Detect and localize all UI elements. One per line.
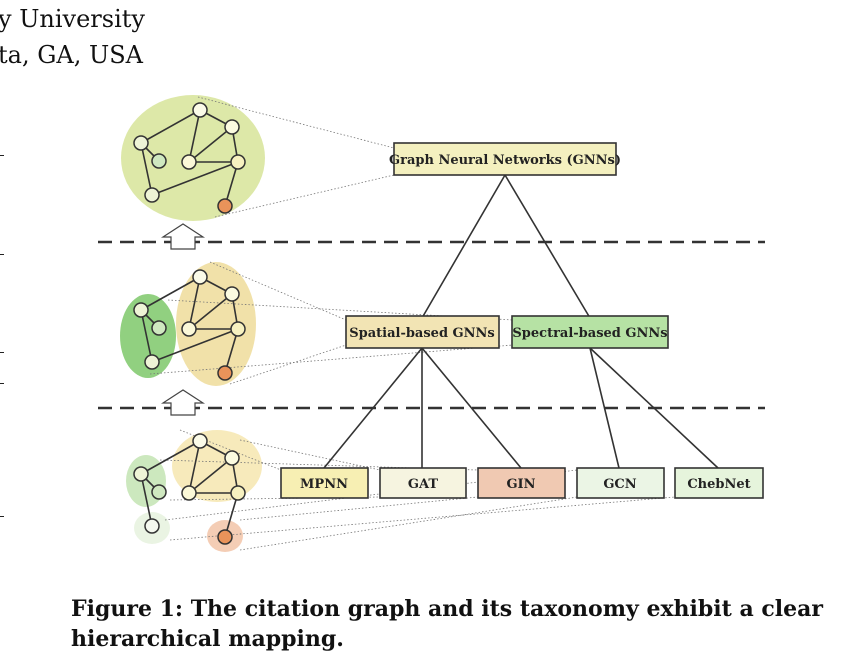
spatial-box — [345, 315, 500, 349]
margin-tick — [0, 254, 4, 255]
spectral-box — [511, 315, 669, 349]
taxonomy-figure: Graph Neural Networks (GNNs) Spatial-bas… — [98, 95, 765, 552]
gat-box — [379, 467, 467, 499]
caption-line-2: hierarchical mapping. — [71, 626, 344, 652]
root-label: Graph Neural Networks (GNNs) — [389, 153, 621, 168]
caption-line-1: Figure 1: The citation graph and its tax… — [71, 596, 823, 622]
margin-tick — [0, 516, 4, 517]
gcn-box — [576, 467, 665, 499]
spectral-label: Spectral-based GNNs — [512, 326, 667, 341]
gat-label: GAT — [408, 477, 438, 492]
chebnet-label: ChebNet — [687, 477, 750, 492]
gcn-label: GCN — [603, 477, 636, 492]
affiliation-line-1: y University — [0, 5, 145, 33]
mid-graph-nodes — [133, 269, 246, 381]
mpnn-label: MPNN — [300, 477, 348, 492]
gin-label: GIN — [506, 477, 535, 492]
figure-caption: Figure 1: The citation graph and its tax… — [71, 594, 861, 654]
tree-connectors — [323, 174, 719, 469]
bottom-graph-nodes — [133, 433, 246, 545]
top-graph-nodes — [133, 102, 246, 214]
margin-tick — [0, 352, 4, 353]
margin-tick — [0, 155, 4, 156]
bottom-yellow-blob — [172, 430, 262, 502]
mpnn-box — [280, 467, 369, 499]
affiliation-line-2: ta, GA, USA — [0, 41, 143, 69]
up-arrow-icon — [160, 389, 206, 416]
up-arrow-icon — [160, 223, 206, 250]
mid-green-blob — [120, 294, 176, 378]
gin-box — [477, 467, 566, 499]
root-box — [393, 142, 617, 176]
spatial-label: Spatial-based GNNs — [349, 326, 495, 341]
margin-tick — [0, 383, 4, 384]
chebnet-box — [674, 467, 764, 499]
